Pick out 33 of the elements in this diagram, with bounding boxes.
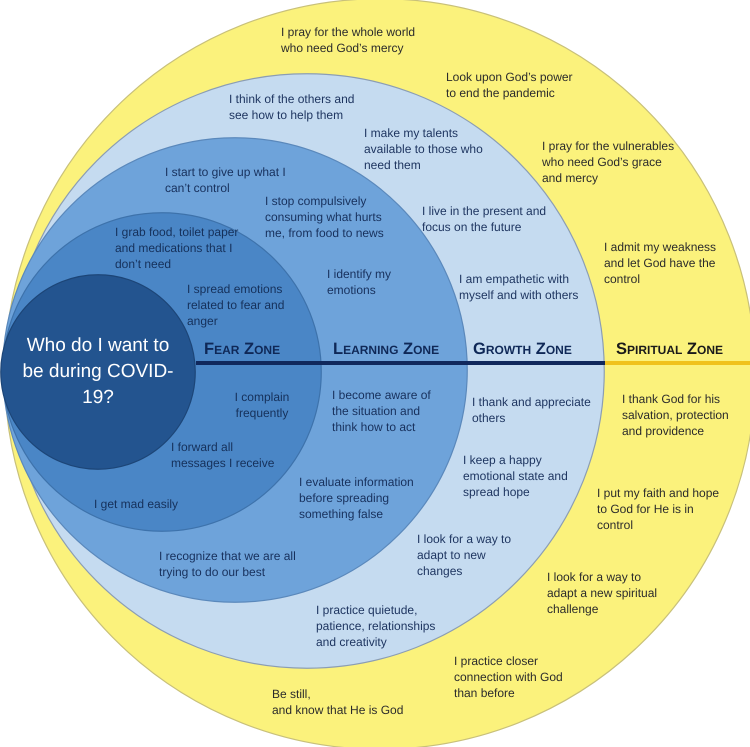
statement-text: I recognize that we are all trying to do our best xyxy=(159,548,297,580)
statement-text: I pray for the whole world who need God’s mercy xyxy=(281,24,416,56)
statement-text: I grab food, toilet paper and medications that I don’t need xyxy=(115,224,240,272)
statement-text: I pray for the vulnerables who need God’s grace and mercy xyxy=(542,138,676,186)
statement-text: I keep a happy emotional state and spread hope xyxy=(463,452,569,500)
statement-text: I am empathetic with myself and with others xyxy=(459,271,580,303)
statement-text: I practice quietude, patience, relationships and creativity xyxy=(316,602,436,650)
statement-text: I practice closer connection with God than before xyxy=(454,653,564,701)
zone-title: Spiritual Zone xyxy=(616,339,724,359)
statement-text: Look upon God’s power to end the pandemic xyxy=(446,69,574,101)
statement-text: I start to give up what I can’t control xyxy=(165,164,287,196)
statement-text: I thank and appreciate others xyxy=(472,394,592,426)
statement-text: I forward all messages I receive xyxy=(171,439,276,471)
zone-title: Growth Zone xyxy=(473,339,572,359)
zone-title: Fear Zone xyxy=(204,339,280,359)
statement-text: I admit my weakness and let God have the control xyxy=(604,239,718,287)
statement-text: I get mad easily xyxy=(94,496,180,512)
statement-text: Be still, and know that He is God xyxy=(272,686,404,718)
zone-title: Learning Zone xyxy=(333,339,440,359)
statement-text: I look for a way to adapt a new spiritual challenge xyxy=(547,569,658,617)
statement-text: I put my faith and hope to God for He is in control xyxy=(597,485,720,533)
statement-text: I thank God for his salvation, protection and providence xyxy=(622,391,730,439)
statement-text: I identify my emotions xyxy=(327,266,392,298)
statement-text: I think of the others and see how to help them xyxy=(229,91,356,123)
statement-text: I complain frequently xyxy=(234,389,290,421)
statement-text: I spread emotions related to fear and anger xyxy=(187,281,286,329)
statement-text: I make my talents available to those who need them xyxy=(364,125,484,173)
statement-text: I evaluate information before spreading something false xyxy=(299,474,415,522)
statement-text: I stop compulsively consuming what hurts me, from food to news xyxy=(265,193,385,241)
center-question: Who do I want to be during COVID-19? xyxy=(21,334,174,410)
statement-text: I look for a way to adapt to new changes xyxy=(417,531,512,579)
statement-text: I become aware of the situation and think how to act xyxy=(332,387,432,435)
statement-text: I live in the present and focus on the future xyxy=(422,203,548,235)
